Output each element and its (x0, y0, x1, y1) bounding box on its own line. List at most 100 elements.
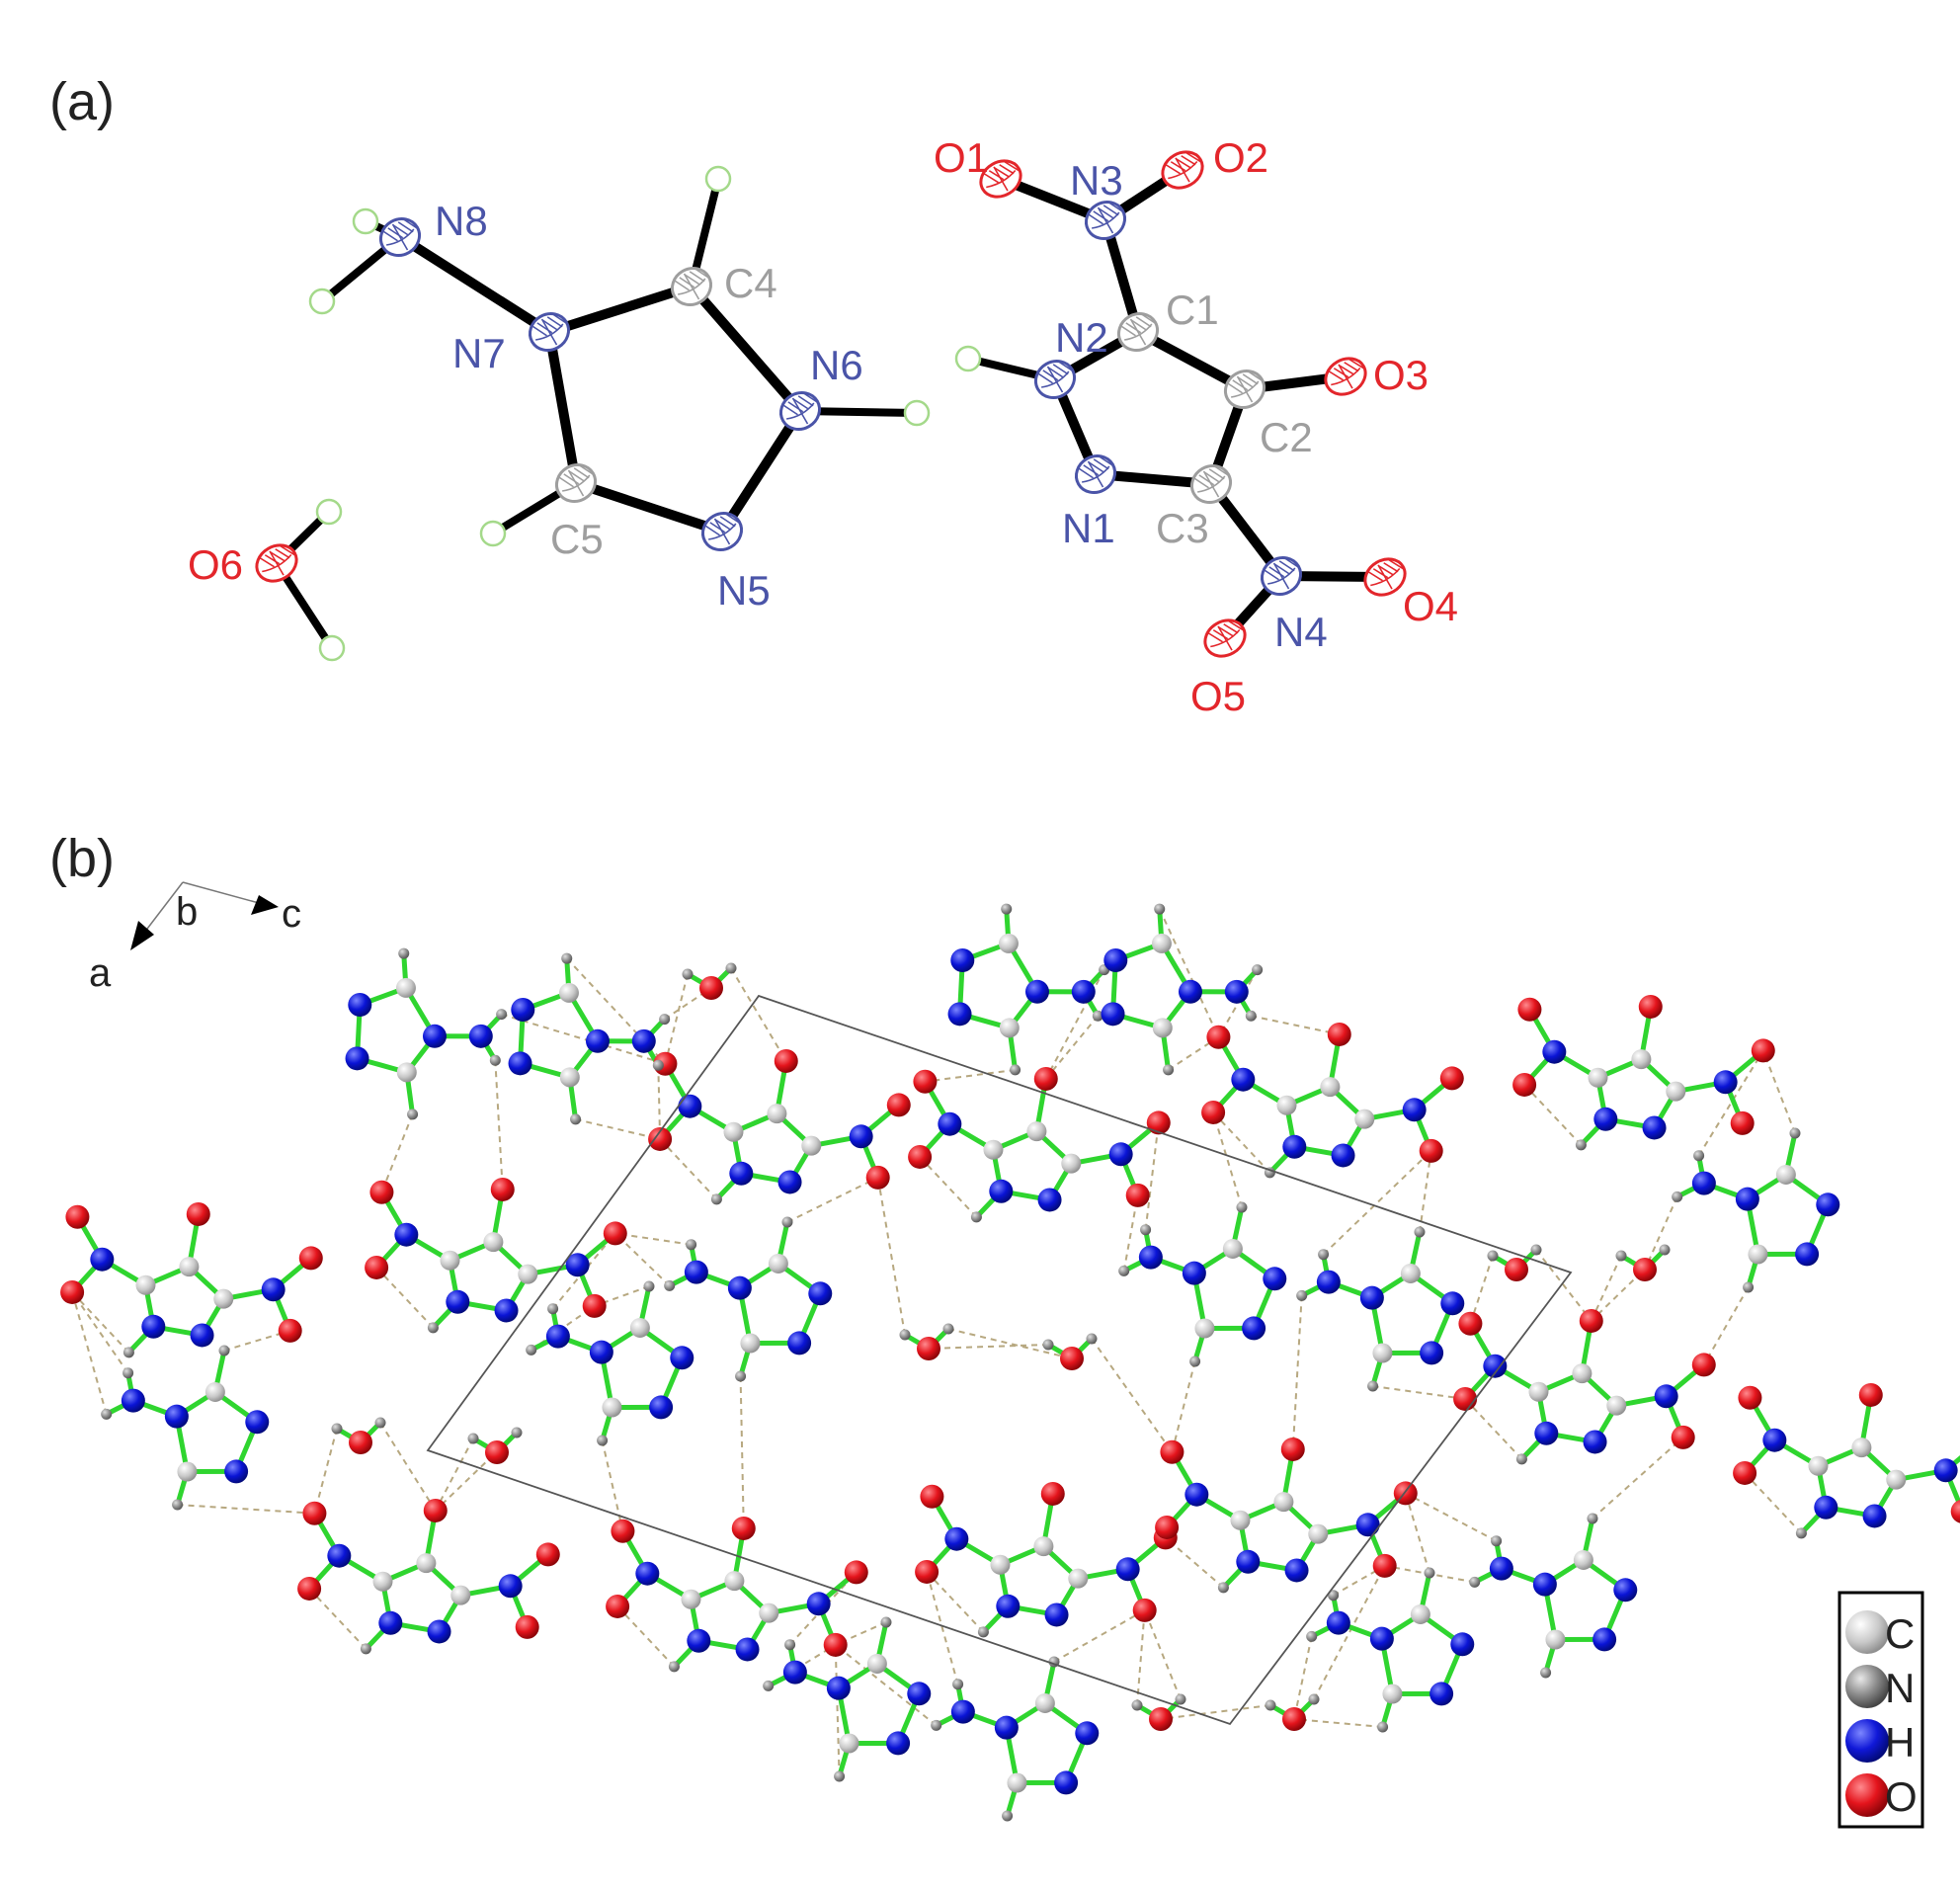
atom-n (1489, 1556, 1513, 1581)
hydrogen-bond (928, 1344, 1049, 1350)
atom-c (681, 1589, 701, 1609)
atom-n (1224, 979, 1249, 1004)
atom-o4 (1363, 557, 1407, 597)
atom-h (1693, 1150, 1705, 1162)
ellipse-hatch (1181, 155, 1196, 166)
atom-c (801, 1135, 822, 1156)
atom-o (823, 1632, 848, 1657)
atom-h (427, 1322, 439, 1334)
hydrogen-bond (919, 1156, 978, 1218)
atom-o (1327, 1022, 1351, 1046)
atom-n (735, 1637, 760, 1662)
hydrogen-bond (659, 1138, 718, 1200)
hydrogen-bond (1535, 1249, 1592, 1322)
atom-c (440, 1250, 460, 1271)
atom-o (917, 1337, 940, 1360)
atom-label-c3: C3 (1156, 505, 1209, 551)
atom-c (1400, 1263, 1421, 1283)
atom-n (1542, 1039, 1567, 1064)
hydrogen-bond (308, 1588, 368, 1650)
atom-n (1483, 1354, 1508, 1378)
atom-n (944, 1526, 969, 1551)
atom-label-o6: O6 (188, 541, 243, 588)
atom-h (704, 165, 732, 193)
atom-o (302, 1501, 327, 1525)
ellipse-hatch (1242, 373, 1259, 385)
atom-n (777, 1170, 802, 1194)
atom-o (1458, 1311, 1483, 1336)
atom-h (664, 1279, 676, 1291)
atom-n (1044, 1602, 1069, 1627)
atom-o (1751, 1038, 1775, 1063)
hydrogen-bond (1044, 1015, 1100, 1080)
atom-o (1160, 1439, 1184, 1464)
atom-n (1654, 1384, 1678, 1409)
legend-sphere-o (1845, 1773, 1889, 1817)
ellipse-hatch (999, 164, 1015, 175)
atom-n (1359, 1285, 1384, 1310)
ellipse-hatch (1193, 477, 1209, 489)
atom-h (496, 1009, 508, 1021)
ellipse-hatch (684, 274, 700, 286)
atom-h (308, 288, 336, 315)
atom-h (1042, 1339, 1054, 1351)
hydrogen-bond (575, 1117, 661, 1140)
atom-o (1638, 994, 1663, 1019)
atom-c (1007, 1772, 1027, 1793)
atom-c (1808, 1455, 1829, 1476)
hydrogen-bond (1405, 1492, 1498, 1542)
atom-o (369, 1180, 394, 1204)
hydrogen-bond (614, 1232, 671, 1287)
atom-n (1178, 979, 1202, 1004)
atom-n (589, 1340, 613, 1364)
atom-label-o1: O1 (934, 134, 989, 181)
atom-h (1414, 1226, 1426, 1238)
atom-h (834, 1770, 846, 1782)
atom-n (1534, 1421, 1559, 1445)
atom-c (416, 1553, 437, 1574)
axis-a-arrow (130, 921, 154, 950)
atom-label-c4: C4 (724, 260, 777, 306)
atom-c (559, 1067, 580, 1088)
atom-n1 (1074, 453, 1117, 495)
ellipse-hatch (1052, 364, 1069, 375)
ellipse-hatch (1037, 372, 1053, 384)
ellipse-hatch (704, 525, 720, 536)
atom-h (1001, 903, 1013, 915)
atom-n (1054, 1770, 1079, 1795)
atom-c (135, 1274, 156, 1295)
ellipse-hatch (994, 167, 1010, 178)
ellipse-axis (1272, 562, 1290, 590)
ellipse-hatch (1208, 468, 1225, 480)
atom-n (1369, 1626, 1394, 1651)
axis-a-line (143, 881, 184, 934)
hydrogen-bond (1091, 1338, 1174, 1453)
atom-n2 (1033, 359, 1077, 400)
legend-label-o: O (1885, 1773, 1918, 1820)
ellipse-axis (993, 166, 1009, 192)
ellipse-hatch (546, 316, 563, 328)
atom-n (1101, 1002, 1125, 1027)
ellipse-axis (1217, 625, 1233, 651)
hydrogen-bond (1044, 969, 1105, 1080)
axis-label-a: a (89, 951, 112, 995)
unit-cell (426, 994, 1573, 1726)
atom-h (315, 498, 343, 526)
atom-o (298, 1246, 323, 1271)
atom-c (395, 977, 416, 998)
atom-o (278, 1318, 302, 1343)
atom-c (177, 1461, 198, 1482)
atom-c (1886, 1469, 1907, 1490)
ellipse-hatch (1078, 467, 1094, 479)
hydrogen-bond (926, 1571, 959, 1685)
ellipse-hatch (578, 464, 595, 476)
ellipse-hatch (792, 398, 809, 410)
atom-o (1280, 1437, 1305, 1461)
atom-h (1328, 1590, 1340, 1602)
atom-o (1950, 1500, 1960, 1523)
atom-h (1469, 1576, 1481, 1588)
hydrogen-bond (1165, 1536, 1225, 1589)
atom-n (1037, 1188, 1062, 1212)
ellipse-hatch (1120, 325, 1136, 337)
